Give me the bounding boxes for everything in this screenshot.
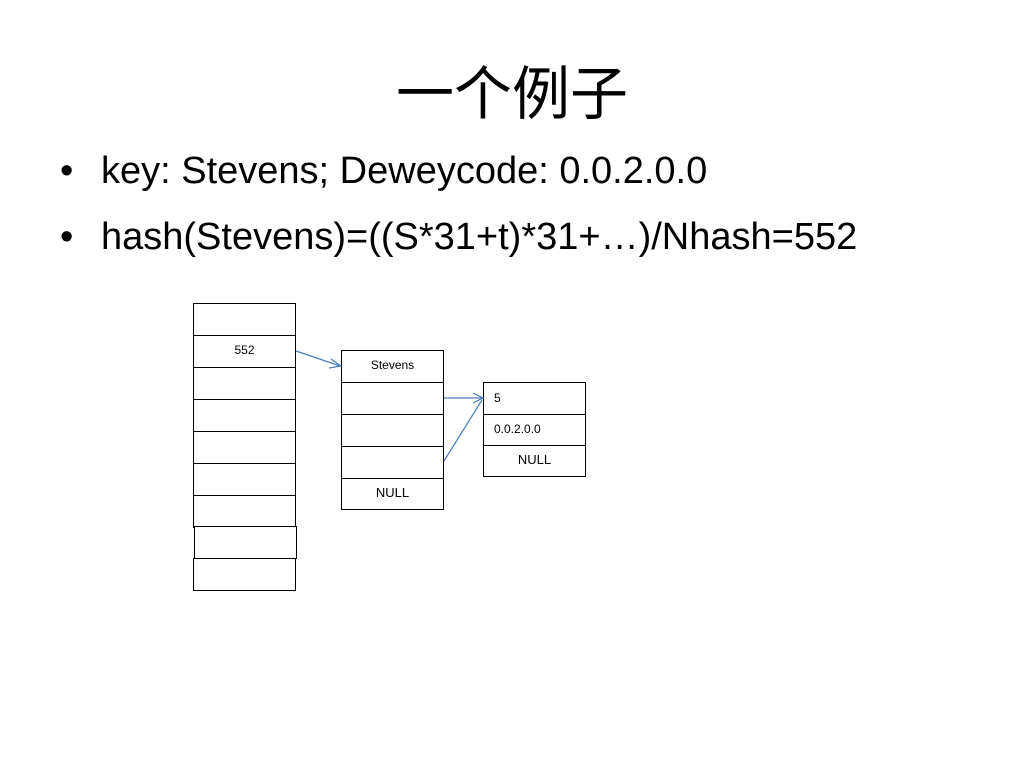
arrow-key-to-value-diagonal (443, 399, 483, 462)
value-node-cell: 0.0.2.0.0 (483, 414, 586, 446)
bullet-marker: • (60, 216, 74, 258)
null-label: NULL (517, 452, 552, 467)
key-node-cell (341, 414, 444, 447)
value-node-cell-null: NULL (483, 445, 586, 477)
hash-bucket-label: 552 (234, 343, 255, 357)
arrow-hash-to-key (295, 350, 341, 367)
key-label: Stevens (370, 358, 415, 372)
bullet-list: • key: Stevens; Deweycode: 0.0.2.0.0 • h… (60, 144, 857, 276)
hash-table-cell (194, 526, 297, 559)
hash-table-cell (193, 431, 296, 464)
key-node-cell (341, 382, 444, 415)
bullet-text: key: Stevens; Deweycode: 0.0.2.0.0 (101, 150, 708, 192)
key-node-cell (341, 446, 444, 479)
hash-table-cell (193, 463, 296, 496)
arrowhead (328, 358, 343, 369)
bullet-item-hash: • hash(Stevens)=((S*31+t)*31+…)/Nhash=55… (60, 210, 857, 264)
hash-table-cell (193, 558, 296, 591)
hash-table-cell (193, 399, 296, 432)
arrowhead (472, 392, 485, 404)
hash-table-cell (193, 367, 296, 400)
bullet-text: hash(Stevens)=((S*31+t)*31+…)/Nhash=552 (101, 216, 858, 258)
bullet-item-key: • key: Stevens; Deweycode: 0.0.2.0.0 (60, 144, 857, 198)
value-label: 5 (494, 391, 501, 405)
slide-title: 一个例子 (395, 60, 628, 128)
hash-table-cell (193, 303, 296, 336)
hash-table-cell-552: 552 (193, 335, 296, 368)
key-node-cell-key: Stevens (341, 350, 444, 383)
bullet-marker: • (60, 150, 74, 192)
key-node-cell-null: NULL (341, 478, 444, 510)
null-label: NULL (375, 485, 410, 500)
deweycode-label: 0.0.2.0.0 (494, 422, 541, 436)
